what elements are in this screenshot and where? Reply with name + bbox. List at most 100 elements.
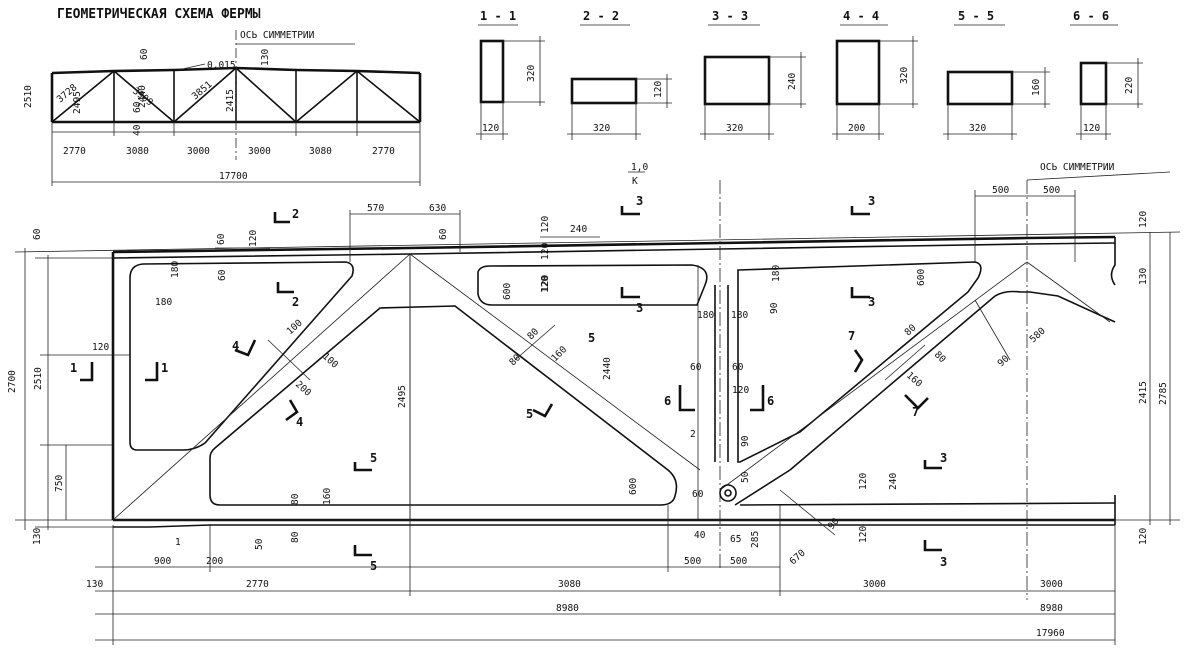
dim-text: 60 <box>217 269 228 281</box>
dim-text: 240 <box>570 224 587 235</box>
section-5: 5 - 5 160 320 <box>943 9 1050 140</box>
section-dim-h: 160 <box>1031 79 1042 96</box>
cut-label: 1 <box>70 361 77 375</box>
node-label: 1 <box>175 537 181 548</box>
main-truss <box>14 171 1181 645</box>
center-mark-top: 1,0 <box>631 162 648 173</box>
section-dim-h: 240 <box>787 73 798 90</box>
dim-text: 120 <box>92 342 109 353</box>
section-dim-w: 320 <box>969 123 986 134</box>
dim-text: 180 <box>170 261 181 278</box>
cut-label: 2 <box>292 295 299 309</box>
scheme-dim-v: 2510 <box>23 85 34 108</box>
cut-label: 5 <box>526 407 533 421</box>
cut-label: 6 <box>767 394 774 408</box>
dim-text: 8980 <box>1040 603 1063 614</box>
dim-text: 80 <box>932 349 948 365</box>
dim-text: 180 <box>771 265 782 282</box>
dim-text: 120 <box>858 473 869 490</box>
dim-text: 600 <box>502 283 513 300</box>
dim-text: 120 <box>248 230 259 247</box>
cut-label: 7 <box>912 405 919 419</box>
cut-label: 5 <box>370 559 377 573</box>
scheme-slope: 0,015 <box>207 60 236 71</box>
dim-text: 130 <box>1138 268 1149 285</box>
scheme-span: 2770 <box>372 146 395 157</box>
dim-text: 130 <box>32 528 43 545</box>
dim-text: 120 <box>540 243 551 260</box>
dim-text: 900 <box>154 556 171 567</box>
section-dim-w: 200 <box>848 123 865 134</box>
dim-text: 630 <box>429 203 446 214</box>
cut-label: 4 <box>232 339 239 353</box>
cut-label: 3 <box>940 555 947 569</box>
cut-label: 3 <box>868 295 875 309</box>
dim-text: 2510 <box>33 367 44 390</box>
cut-label: 5 <box>370 451 377 465</box>
dim-text: 570 <box>367 203 384 214</box>
section-1: 1 - 1 320 120 <box>476 9 545 140</box>
dim-text: 80 <box>525 326 541 342</box>
section-label: 1 - 1 <box>480 9 516 23</box>
dim-text: 600 <box>916 269 927 286</box>
cut-label: 3 <box>636 194 643 208</box>
dim-text: 90 <box>996 353 1012 369</box>
section-label: 5 - 5 <box>958 9 994 23</box>
cut-label: 3 <box>940 451 947 465</box>
cut-label: 4 <box>296 415 303 429</box>
section-3: 3 - 3 240 320 <box>700 9 806 140</box>
symmetry-axis-label: ОСЬ СИММЕТРИИ <box>1040 162 1115 173</box>
dim-text: 90 <box>740 435 751 447</box>
dim-text: 2495 <box>397 385 408 408</box>
dim-text: 120 <box>540 276 551 293</box>
scheme-dim-v: 60 <box>139 48 150 60</box>
dim-text: 60 <box>216 233 227 245</box>
dim-text: 60 <box>32 228 43 240</box>
scheme-span: 3080 <box>126 146 149 157</box>
dim-text: 3000 <box>863 579 886 590</box>
dim-text: 500 <box>1043 185 1060 196</box>
dim-text: 90 <box>769 302 780 314</box>
scheme-axis-label: ОСЬ СИММЕТРИИ <box>240 30 315 41</box>
dim-text: 80 <box>290 531 301 543</box>
dim-text: 2440 <box>602 357 613 380</box>
scheme-dim-v: 40 <box>132 124 143 136</box>
dim-text: 240 <box>888 473 899 490</box>
scheme-truss <box>50 30 422 186</box>
dim-text: 500 <box>684 556 701 567</box>
cut-marks <box>80 206 942 557</box>
section-label: 2 - 2 <box>583 9 619 23</box>
dim-text: 600 <box>628 478 639 495</box>
scheme-span: 2770 <box>63 146 86 157</box>
cut-label: 7 <box>848 329 855 343</box>
dim-text: 750 <box>54 475 65 492</box>
dim-text: 40 <box>694 530 706 541</box>
dim-text: 500 <box>730 556 747 567</box>
dim-text: 100 <box>320 351 340 371</box>
section-6: 6 - 6 220 120 <box>1070 9 1143 140</box>
section-dim-h: 320 <box>899 67 910 84</box>
cut-label: 2 <box>292 207 299 221</box>
dim-text: 8980 <box>556 603 579 614</box>
dim-text: 120 <box>1138 528 1149 545</box>
dim-text: 60 <box>732 362 744 373</box>
section-2: 2 - 2 120 320 <box>567 9 672 140</box>
cut-label: 3 <box>868 194 875 208</box>
section-dim-h: 120 <box>653 81 664 98</box>
scheme-dim-v: 130 <box>260 49 271 66</box>
dim-text: 120 <box>540 275 551 292</box>
dim-text: 2785 <box>1158 382 1169 405</box>
dim-text: 120 <box>1138 211 1149 228</box>
center-mark-bottom: К <box>632 176 638 187</box>
dim-text: 2770 <box>246 579 269 590</box>
scheme-span: 3000 <box>187 146 210 157</box>
section-dim-w: 120 <box>482 123 499 134</box>
dim-text: 180 <box>155 297 172 308</box>
node-label: 2 <box>690 429 696 440</box>
dim-text: 3000 <box>1040 579 1063 590</box>
cut-label: 1 <box>161 361 168 375</box>
dim-text: 200 <box>206 556 223 567</box>
section-label: 3 - 3 <box>712 9 748 23</box>
dim-text: 130 <box>86 579 103 590</box>
